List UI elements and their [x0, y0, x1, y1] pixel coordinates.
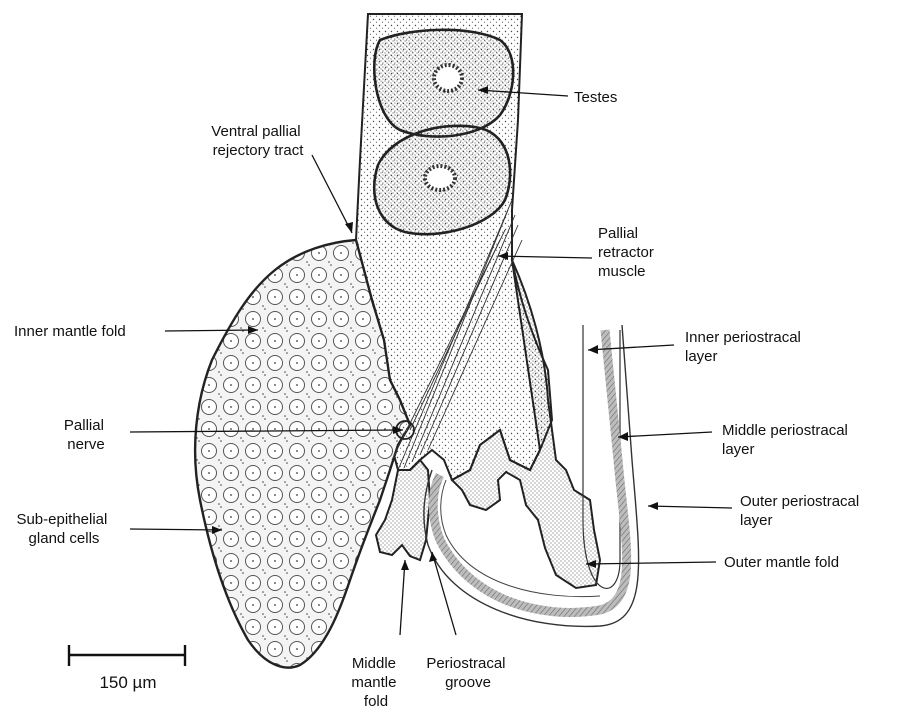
- label-periostracal-groove: Periostracal groove: [426, 655, 509, 691]
- label-middle-periostracal-layer: Middle periostracal layer: [722, 422, 852, 458]
- scale-bar: 150 µm: [69, 645, 185, 692]
- label-pallial-nerve: Pallial nerve: [64, 417, 108, 453]
- lower-testis-lumen: [425, 166, 455, 190]
- scale-bar-label: 150 µm: [99, 673, 156, 692]
- label-inner-mantle-fold: Inner mantle fold: [14, 323, 126, 340]
- label-outer-periostracal-layer: Outer periostracal layer: [740, 493, 863, 529]
- label-outer-mantle-fold: Outer mantle fold: [724, 554, 839, 571]
- label-pallial-retractor-muscle: Pallial retractor muscle: [598, 225, 658, 280]
- label-sub-epithelial-gland-cells: Sub-epithelial gland cells: [16, 511, 111, 547]
- upper-testis-lumen: [434, 65, 462, 91]
- label-middle-mantle-fold: Middle mantle fold: [351, 655, 400, 710]
- label-testes: Testes: [574, 89, 617, 106]
- label-inner-periostracal-layer: Inner periostracal layer: [685, 329, 805, 365]
- label-ventral-pallial-rejectory-tract: Ventral pallial rejectory tract: [211, 123, 304, 159]
